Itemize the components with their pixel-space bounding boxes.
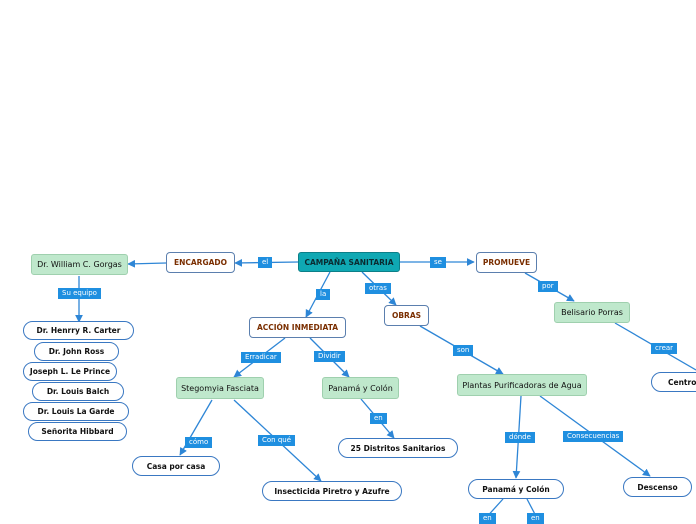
label-consecuencias: Consecuencias <box>563 431 624 442</box>
connector-encargado-gorgas <box>127 259 167 268</box>
label-en-a: en <box>479 513 496 524</box>
label-en: en <box>370 413 387 424</box>
node-plantas[interactable]: Plantas Purificadoras de Agua <box>457 374 587 396</box>
label-otras: otras <box>365 283 391 294</box>
label-el: el <box>258 257 273 268</box>
node-stegomyia[interactable]: Stegomyia Fasciata <box>176 377 264 399</box>
label-crear: crear <box>651 343 678 354</box>
node-equipo-carter[interactable]: Dr. Henrry R. Carter <box>23 321 134 340</box>
node-belisario-porras[interactable]: Belisario Porras <box>554 302 630 323</box>
node-distritos[interactable]: 25 Distritos Sanitarios <box>338 438 458 458</box>
node-equipo-ross[interactable]: Dr. John Ross <box>34 342 119 361</box>
label-en-b: en <box>527 513 544 524</box>
label-la: la <box>316 289 331 300</box>
node-equipo-hibbard[interactable]: Señorita Hibbard <box>28 422 127 441</box>
node-centro[interactable]: Centro <box>651 372 696 392</box>
node-panama-colon-2[interactable]: Panamá y Colón <box>468 479 564 499</box>
node-insecticida[interactable]: Insecticida Piretro y Azufre <box>262 481 402 501</box>
node-gorgas[interactable]: Dr. William C. Gorgas <box>31 254 128 275</box>
node-panama-colon[interactable]: Panamá y Colón <box>322 377 399 399</box>
node-accion-inmediata[interactable]: ACCIÓN INMEDIATA <box>249 317 346 338</box>
label-dividir: Dividir <box>314 351 345 362</box>
label-erradicar: Erradicar <box>241 352 281 363</box>
node-casa-por-casa[interactable]: Casa por casa <box>132 456 220 476</box>
node-campana-sanitaria[interactable]: CAMPAÑA SANITARIA <box>298 252 400 272</box>
node-equipo-lagarde[interactable]: Dr. Louis La Garde <box>23 402 129 421</box>
node-equipo-balch[interactable]: Dr. Louis Balch <box>32 382 124 401</box>
node-equipo-leprince[interactable]: Joseph L. Le Prince <box>23 362 117 381</box>
label-como: cómo <box>185 437 213 448</box>
label-por: por <box>538 281 558 292</box>
label-se: se <box>430 257 446 268</box>
node-encargado[interactable]: ENCARGADO <box>166 252 235 273</box>
label-con-que: Con qué <box>258 435 296 446</box>
node-descenso[interactable]: Descenso <box>623 477 692 497</box>
label-su-equipo: Su equipo <box>58 288 101 299</box>
node-promueve[interactable]: PROMUEVE <box>476 252 537 273</box>
label-donde: dónde <box>505 432 535 443</box>
label-son: son <box>453 345 474 356</box>
node-obras[interactable]: OBRAS <box>384 305 429 326</box>
